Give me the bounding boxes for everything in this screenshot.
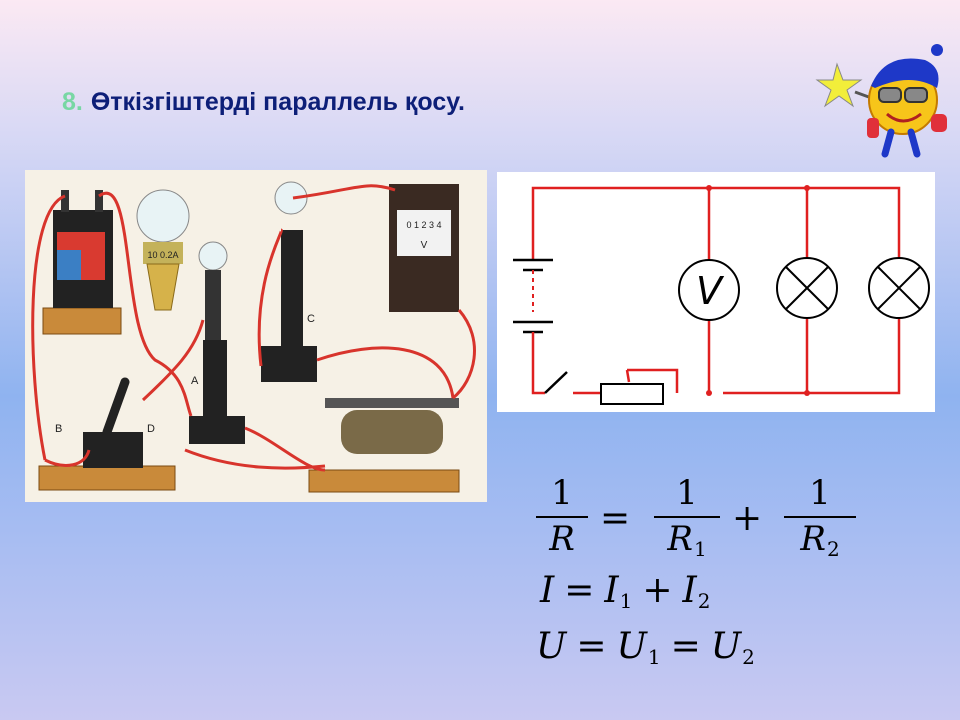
formula-1-equals: =: [600, 498, 631, 539]
lamp-symbol-2: [868, 257, 930, 319]
slide-number: 8.: [62, 88, 83, 116]
voltmeter-label: V: [696, 269, 725, 313]
resistor-symbol: [600, 383, 664, 405]
label-b: B: [55, 423, 62, 435]
switch-symbol: [544, 371, 568, 394]
formulas: 1 R = 1 R1 + 1 R2 I=I1+I2 U=U1=U2: [520, 470, 940, 700]
lamp-marking: 10 0.2A: [147, 250, 178, 260]
star-icon: [815, 62, 863, 108]
formula-1-plus: +: [732, 498, 763, 539]
label-d: D: [147, 423, 155, 435]
lamp-symbol-1: [776, 257, 838, 319]
formula-1-lhs-den: R: [549, 519, 575, 559]
formula-3: U=U1=U2: [536, 626, 755, 669]
formula-1-term-1: 1 R1: [654, 476, 720, 559]
circuit-schematic: V: [497, 172, 935, 412]
meter-scale: 0 1 2 3 4: [406, 220, 441, 230]
slide-title-text: Өткізгіштерді параллель қосу.: [90, 88, 465, 116]
formula-1-term-2-den: R2: [800, 519, 840, 561]
formula-1-lhs-num: 1: [551, 473, 573, 513]
mascot-illustration: [815, 42, 957, 162]
formula-1-lhs: 1 R: [536, 476, 588, 556]
slide-title: 8.Өткізгіштерді параллель қосу.: [62, 88, 465, 117]
formula-1-term-2: 1 R2: [784, 476, 856, 559]
formula-1-term-1-den: R1: [667, 519, 707, 561]
formula-1-term-1-num: 1: [676, 473, 698, 513]
battery-symbol: [513, 258, 553, 342]
meter-symbol: V: [421, 240, 428, 251]
formula-2: I=I1+I2: [540, 570, 711, 613]
label-a: A: [191, 375, 199, 387]
label-c: C: [307, 313, 315, 325]
formula-1-term-2-num: 1: [809, 473, 831, 513]
voltmeter-symbol: [678, 259, 740, 321]
circuit-photo: 10 0.2A A C 0 1 2 3 4 V B D: [25, 170, 487, 502]
